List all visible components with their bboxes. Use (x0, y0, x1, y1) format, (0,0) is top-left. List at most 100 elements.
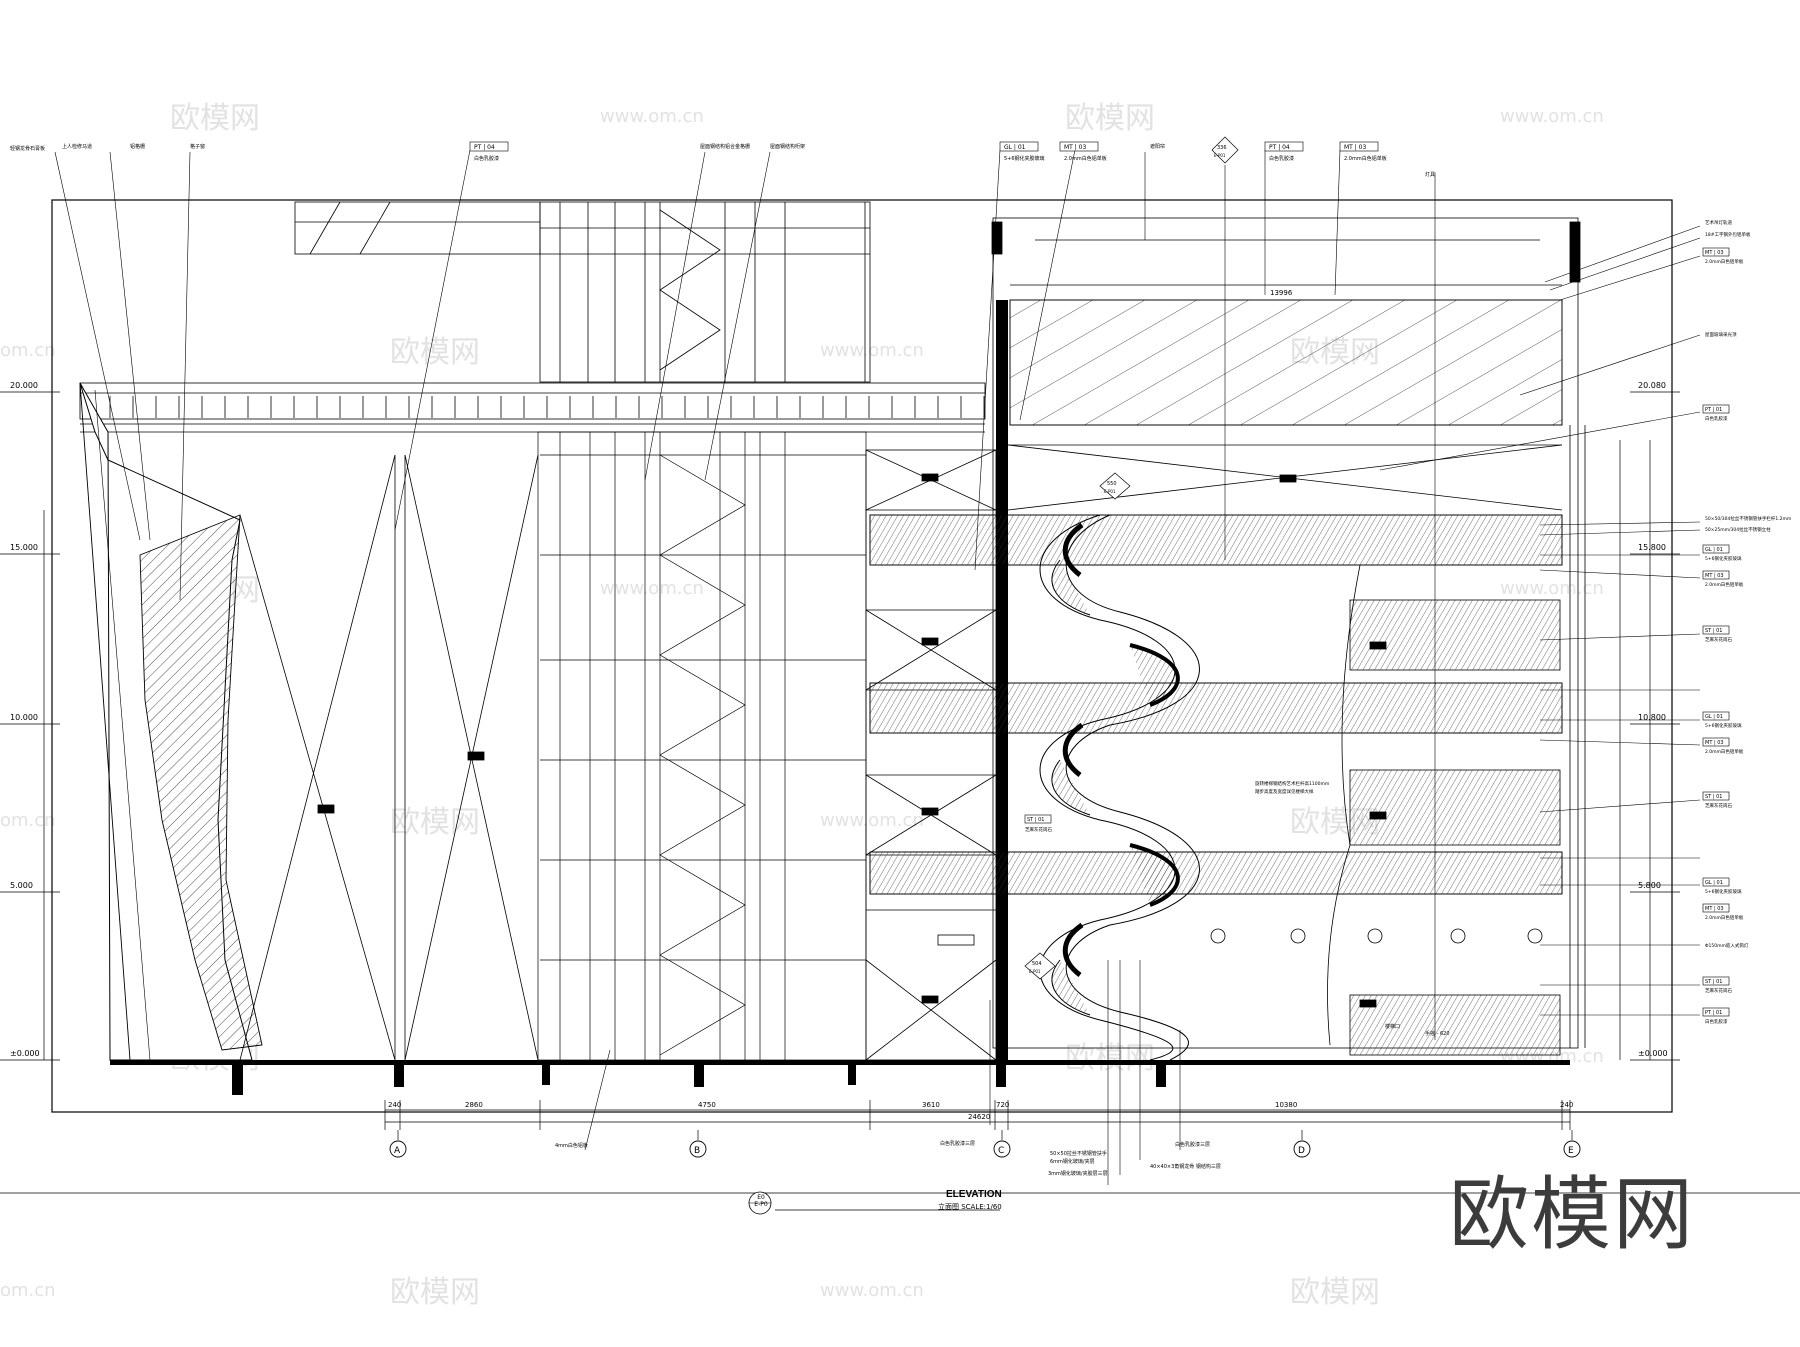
dim-top: 13996 (1270, 289, 1293, 297)
level-left-4: 5.000 (10, 881, 33, 890)
right-note-5: 50×25mm/304拉丝不锈钢立柱 (1705, 526, 1771, 533)
top-note-2: 上人检修马道 (62, 143, 92, 150)
curtain-wall (537, 431, 867, 1061)
dim-7: 240 (1560, 1101, 1573, 1109)
watermark: om.cn (0, 810, 56, 831)
right-tag-3-note: 5+6钢化夹胶玻璃 (1705, 555, 1742, 562)
level-left-3: 10.000 (10, 713, 38, 722)
watermark: om.cn (0, 1280, 56, 1301)
catwalk-ticks (109, 396, 985, 418)
watermark: 欧模网 (170, 101, 260, 136)
bottom-note-2: 白色乳胶漆三层 (940, 1140, 975, 1147)
top-note-6: 屋面钢结构铝合金格栅 (700, 143, 750, 150)
right-zone (869, 217, 1586, 1056)
right-tag-10-note: 2.0mm白色铝单板 (1705, 914, 1744, 921)
level-left-5: ±0.000 (10, 1049, 40, 1058)
watermark: www.om.cn (820, 340, 924, 361)
dim-1: 240 (388, 1101, 401, 1109)
top-note-1: 轻钢龙骨石膏板 (10, 145, 45, 152)
axis-d: D (1298, 1146, 1305, 1156)
watermark: 欧模网 (1065, 1041, 1155, 1076)
right-tag-12: PT | 01 (1705, 1010, 1722, 1016)
top-tag-2: GL | 01 (1004, 144, 1026, 151)
right-tag-4-note: 2.0mm白色铝单板 (1705, 581, 1744, 588)
axis-c: C (998, 1146, 1004, 1156)
drawing-title: ELEVATION (946, 1189, 1002, 1200)
top-tag-2-note: 5+6钢化夹胶玻璃 (1004, 155, 1045, 162)
right-note-4: 50×50/304拉丝不锈钢管扶手栏杆1.2mm (1705, 515, 1791, 522)
bottom-note-4: 6mm钢化玻璃/夹层 (1050, 1158, 1095, 1165)
section-mark-2-sheet: E-P01 (1104, 489, 1116, 494)
bottom-note-5: 3mm钢化玻璃/夹胶层三层 (1048, 1170, 1108, 1177)
watermark: www.om.cn (820, 810, 924, 831)
watermark: www.om.cn (600, 578, 704, 599)
roof-structure (294, 201, 871, 383)
right-tag-9: GL | 01 (1705, 880, 1723, 886)
level-left-1: 20.000 (10, 381, 38, 390)
right-tag-2-note: 白色乳胶漆 (1705, 415, 1728, 422)
top-note-5: 遮阳帘 (1150, 143, 1165, 150)
stair-label: 楼梯口 (1385, 1023, 1400, 1030)
floor (110, 1060, 1570, 1095)
level-right-2: 15.800 (1638, 543, 1666, 552)
section-mark-1: 336 (1217, 145, 1227, 151)
right-leaders (1379, 225, 1701, 1016)
top-tag-5-note: 2.0mm白色铝单板 (1344, 155, 1387, 162)
section-mark-3: 504 (1032, 961, 1042, 967)
axis-e: E (1568, 1146, 1574, 1156)
brand-logo: 欧模网 (1449, 1168, 1695, 1261)
stair-tag: ST | 01 (1027, 817, 1044, 823)
top-tag-1-note: 白色乳胶漆 (474, 155, 499, 162)
top-leaders (54, 149, 1436, 1040)
stair-hand-label: 手摇 - 620 (1425, 1030, 1450, 1037)
right-tag-11: ST | 01 (1705, 979, 1722, 985)
right-tag-1-note: 2.0mm白色铝单板 (1705, 258, 1744, 265)
right-tag-1: MT | 03 (1705, 250, 1724, 256)
axis-a: A (394, 1146, 401, 1156)
right-tag-8: ST | 01 (1705, 794, 1722, 800)
top-note-4: 格子窗 (190, 143, 205, 150)
dim-total: 24620 (968, 1113, 990, 1121)
watermark: www.om.cn (600, 106, 704, 127)
watermark: 欧模网 (1290, 1275, 1380, 1310)
grid-axes (389, 1140, 1581, 1158)
level-right-3: 10.800 (1638, 713, 1666, 722)
top-tag-5: MT | 03 (1344, 144, 1366, 151)
title-id-top: E0 (757, 1194, 765, 1201)
stair-note-1: 旋转楼梯钢结构艺术栏杆高1100mm (1255, 780, 1329, 787)
top-note-7: 屋面钢结构桁架 (770, 143, 805, 150)
right-tag-11-note: 芝麻灰花岗石 (1705, 987, 1732, 994)
right-tag-3: GL | 01 (1705, 547, 1723, 553)
axis-b: B (694, 1146, 700, 1156)
section-mark-3-sheet: E-P01 (1029, 969, 1041, 974)
drawing-frame (51, 199, 1673, 1113)
top-tag-1: PT | 04 (474, 144, 495, 151)
top-note-3: 铝格栅 (130, 143, 145, 150)
dim-2: 2860 (465, 1101, 483, 1109)
title-id-bottom: E-P0 (754, 1201, 768, 1208)
top-tag-3: MT | 03 (1064, 144, 1086, 151)
bottom-note-7: 白色乳胶漆三层 (1175, 1141, 1210, 1148)
right-tag-6: GL | 01 (1705, 714, 1723, 720)
right-tag-7-note: 2.0mm白色铝单板 (1705, 748, 1744, 755)
watermark: www.om.cn (1500, 106, 1604, 127)
dim-3: 4750 (698, 1101, 716, 1109)
dim-4: 3610 (922, 1101, 940, 1109)
section-mark-1-sheet: E-P01 (1214, 153, 1226, 158)
right-note-1: 艺术吊灯轨道 (1705, 219, 1732, 226)
section-marks (1024, 136, 1239, 980)
level-right-1: 20.080 (1638, 381, 1666, 390)
watermark: www.om.cn (1500, 578, 1604, 599)
stair-note-2: 踏步高度及宽度详见楼梯大样 (1255, 788, 1314, 795)
catwalk (79, 382, 986, 433)
right-tag-boxes (1702, 247, 1730, 1017)
dim-6: 10380 (1275, 1101, 1297, 1109)
top-tag-4: PT | 04 (1269, 144, 1290, 151)
right-note-6: Φ150mm嵌入式筒灯 (1705, 942, 1749, 949)
watermark: 欧模网 (390, 335, 480, 370)
right-tag-7: MT | 03 (1705, 740, 1724, 746)
level-marks-right (1619, 391, 1680, 1061)
right-tag-8-note: 芝麻灰花岗石 (1705, 802, 1732, 809)
stair-tag-box (1024, 814, 1052, 824)
